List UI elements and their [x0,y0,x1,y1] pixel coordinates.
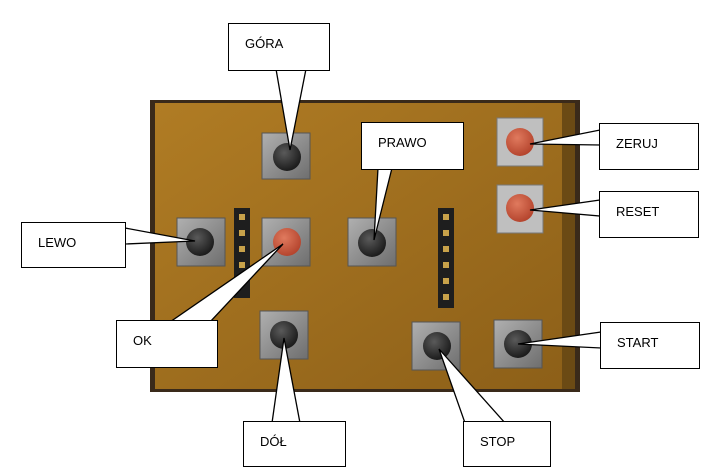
pcb-edge-right [562,103,575,389]
button-dol [259,310,309,360]
label-stop-text: STOP [480,434,516,449]
label-dol: DÓŁ [243,421,346,467]
label-dol-text: DÓŁ [260,434,287,449]
label-prawo-text: PRAWO [378,135,427,150]
label-start-text: START [617,335,659,350]
label-reset-text: RESET [616,204,660,219]
label-start: START [600,322,700,369]
pin-header-right [438,208,454,308]
label-ok-text: OK [133,333,152,348]
label-stop: STOP [463,421,551,467]
label-ok: OK [116,320,218,368]
button-stop [411,321,461,371]
button-zeruj [496,117,544,167]
label-zeruj-text: ZERUJ [616,136,658,151]
label-lewo: LEWO [21,222,126,268]
button-prawo [347,217,397,267]
label-lewo-text: LEWO [38,235,77,250]
label-gora: GÓRA [228,23,330,71]
label-reset: RESET [599,191,699,238]
button-gora [261,132,311,180]
label-prawo: PRAWO [361,122,464,170]
label-gora-text: GÓRA [245,36,284,51]
label-zeruj: ZERUJ [599,123,699,170]
